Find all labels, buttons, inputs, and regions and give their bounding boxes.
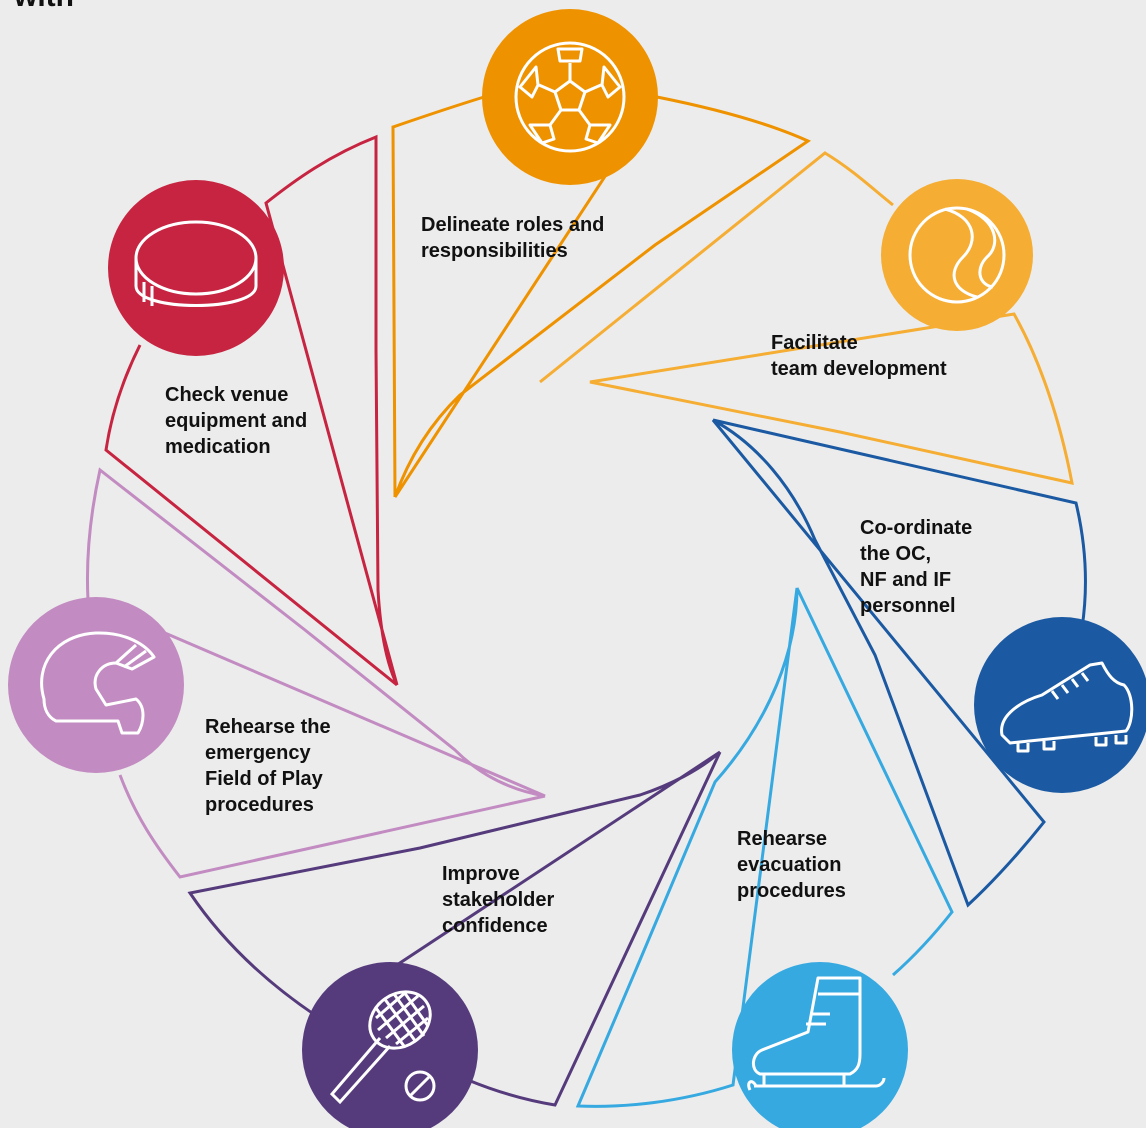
football-boot-glyph	[1000, 661, 1134, 753]
segment-roles-outline	[391, 95, 812, 498]
helmet-glyph	[40, 631, 156, 735]
step-label-venue: Check venue equipment and medication	[165, 382, 307, 460]
tennis-racket-icon	[302, 962, 478, 1128]
segment-confidence	[187, 750, 722, 1107]
step-label-line: Check venue	[165, 384, 289, 406]
segment-coordinate	[711, 418, 1087, 908]
step-label-fop: Rehearse the emergency Field of Play pro…	[205, 714, 331, 818]
step-label-line: medication	[165, 436, 271, 458]
step-label-line: Facilitate	[771, 332, 858, 354]
soccer-ball-glyph	[514, 41, 626, 153]
segment-roles	[391, 95, 812, 498]
tennis-ball-glyph	[908, 206, 1006, 304]
segment-venue	[104, 134, 399, 687]
step-label-line: procedures	[205, 794, 314, 816]
hockey-puck-glyph	[134, 220, 258, 307]
ice-skate-circle	[732, 962, 908, 1128]
page-header: with	[14, 0, 74, 14]
tennis-racket-glyph	[329, 990, 436, 1105]
step-label-line: the OC,	[860, 543, 932, 565]
segment-venue-outline	[104, 134, 399, 687]
step-label-line: Rehearse the	[205, 716, 331, 738]
tennis-ball-circle	[881, 179, 1033, 331]
segment-fop-outline	[86, 467, 546, 879]
segment-evacuation	[575, 587, 954, 1108]
step-label-line: NF and IF	[860, 569, 952, 591]
segment-coordinate-outline	[711, 418, 1087, 908]
segment-team	[539, 151, 1074, 485]
step-label-line: Delineate roles and	[421, 214, 605, 236]
segment-team-outline	[539, 151, 1074, 485]
step-label-team: Facilitate team development	[771, 330, 947, 382]
football-boot-icon	[974, 617, 1146, 793]
step-label-line: personnel	[860, 595, 956, 617]
step-label-line: team development	[771, 358, 947, 380]
step-label-confidence: Improve stakeholder confidence	[442, 861, 554, 939]
helmet-icon	[8, 597, 184, 773]
step-label-line: stakeholder	[442, 889, 555, 911]
step-label-coordinate: Co-ordinate the OC, NF and IF personnel	[860, 515, 972, 619]
step-label-line: equipment and	[165, 410, 308, 432]
step-label-line: confidence	[442, 915, 548, 937]
step-label-line: procedures	[737, 880, 846, 902]
hockey-puck-icon	[108, 180, 284, 356]
segment-fop	[86, 467, 546, 879]
step-label-line: Improve	[442, 863, 520, 885]
ice-skate-icon	[732, 962, 908, 1128]
step-label-line: emergency	[205, 742, 311, 764]
step-label-line: responsibilities	[421, 240, 568, 262]
football-boot-circle	[974, 617, 1146, 793]
segment-confidence-outline	[187, 750, 722, 1107]
step-label-line: evacuation	[737, 854, 842, 876]
step-label-evacuation: Rehearse evacuation procedures	[737, 826, 846, 904]
step-label-line: Field of Play	[205, 768, 323, 790]
hockey-puck-circle	[108, 180, 284, 356]
step-label-line: Co-ordinate	[860, 517, 973, 539]
step-label-roles: Delineate roles and responsibilities	[421, 212, 604, 264]
segment-evacuation-outline	[575, 587, 954, 1108]
tennis-ball-icon	[881, 179, 1033, 331]
tennis-racket-circle	[302, 962, 478, 1128]
soccer-ball-icon	[482, 9, 658, 185]
soccer-ball-circle	[482, 9, 658, 185]
ice-skate-glyph	[747, 976, 886, 1091]
step-label-line: Rehearse	[737, 828, 828, 850]
